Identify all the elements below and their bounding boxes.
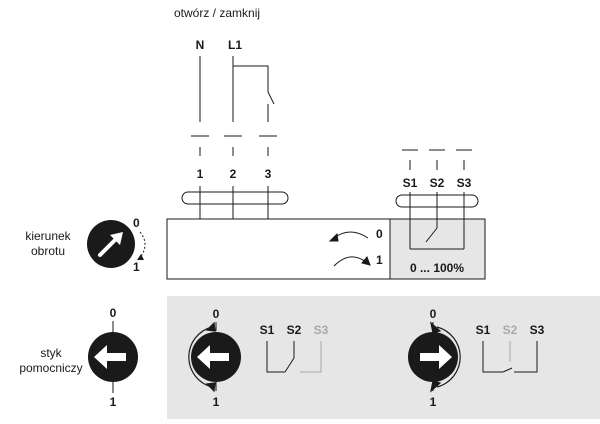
aux-switch-contact: [425, 227, 438, 243]
terminal-2: 2: [230, 167, 237, 181]
aux-terminal-s1: S1: [403, 176, 418, 190]
diagonal-arrow-icon: [98, 232, 123, 257]
state2-knob: [408, 332, 458, 382]
terminal-wires: [199, 186, 465, 250]
housing-pos-1: 1: [376, 253, 383, 267]
state2-s2: S2: [503, 323, 518, 337]
state1-pos-0: 0: [213, 307, 220, 321]
arrow-left-icon: [94, 345, 126, 369]
rotation-knob: [87, 220, 146, 268]
actuator-housing: [166, 218, 486, 280]
auxiliary-pos-1: 1: [110, 395, 117, 409]
auxiliary-label-line1: styk: [40, 346, 62, 360]
auxiliary-knob: [88, 332, 138, 382]
state1-circular-arrows: [188, 321, 216, 393]
terminal-3: 3: [265, 167, 272, 181]
arrow-left-icon: [197, 345, 229, 369]
auxiliary-pos-0: 0: [110, 306, 117, 320]
state1-s3: S3: [314, 323, 329, 337]
supply-label-n: N: [196, 38, 205, 52]
wiring-title: otwórz / zamknij: [174, 6, 260, 20]
arrow-right-icon: [420, 345, 452, 369]
rotation-pos-0: 0: [133, 216, 140, 230]
rotation-label-line2: obrotu: [31, 244, 65, 258]
supply-wires: [199, 56, 275, 122]
aux-terminal-s2: S2: [430, 176, 445, 190]
rotation-label-line1: kierunek: [25, 229, 71, 243]
rotation-pos-1: 1: [133, 260, 140, 274]
cable-gland-main: [181, 191, 289, 205]
state1-pos-1: 1: [213, 395, 220, 409]
state2-contact: [482, 341, 538, 373]
rotation-arrow-ccw: [328, 231, 369, 242]
state2-pos-1: 1: [430, 395, 437, 409]
auxiliary-label-line2: pomocniczy: [19, 361, 82, 375]
state2-s3: S3: [530, 323, 545, 337]
terminal-1: 1: [197, 167, 204, 181]
separator-ticks: [191, 135, 472, 170]
supply-label-l1: L1: [228, 38, 242, 52]
state1-contact: [266, 341, 322, 373]
housing-pos-0: 0: [376, 227, 383, 241]
aux-range-label: 0 ... 100%: [410, 261, 464, 275]
aux-terminal-s3: S3: [457, 176, 472, 190]
state1-knob: [191, 332, 241, 382]
state2-s1: S1: [476, 323, 491, 337]
state1-s2: S2: [287, 323, 302, 337]
state2-pos-0: 0: [430, 307, 437, 321]
state1-s1: S1: [260, 323, 275, 337]
rotation-arrow-cw: [333, 256, 371, 267]
